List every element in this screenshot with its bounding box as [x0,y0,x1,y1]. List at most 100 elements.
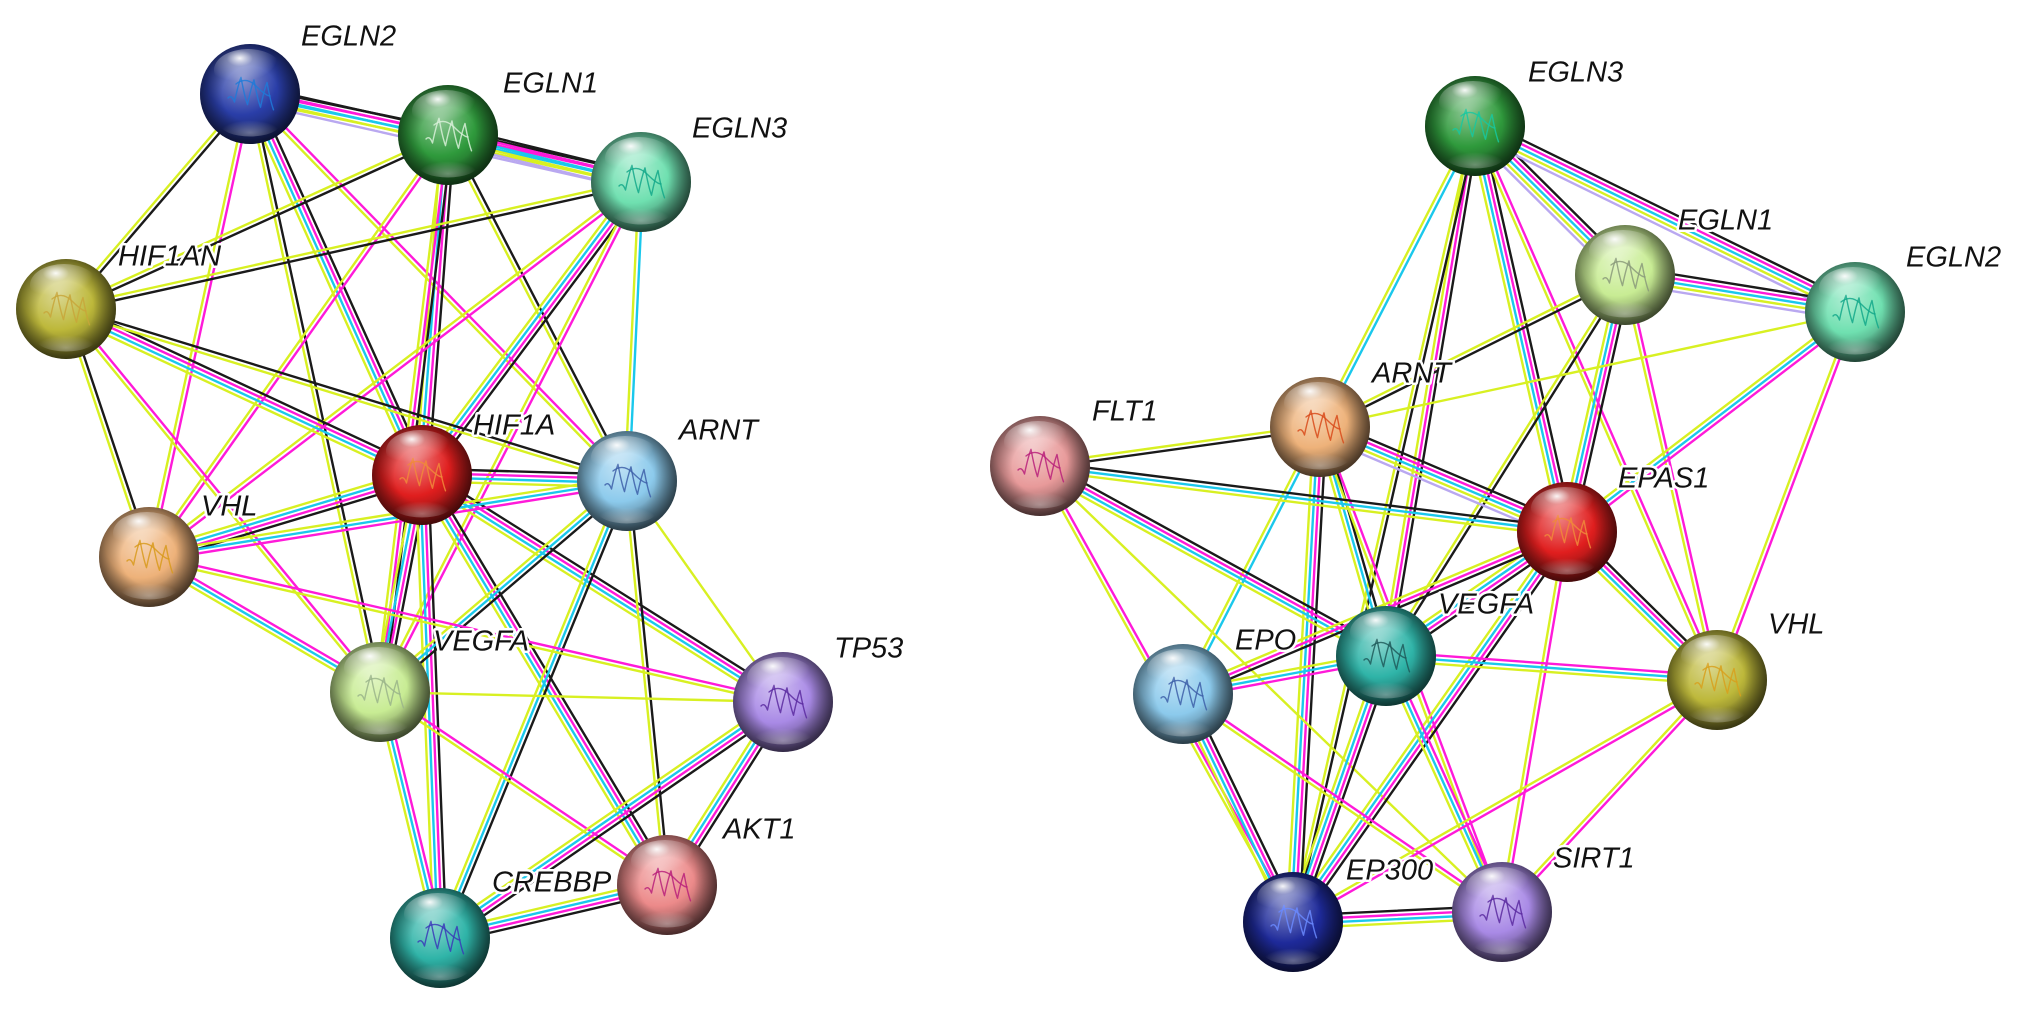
edge-strand-yellow [1713,310,1855,681]
edge-strand-black [65,182,643,313]
protein-node-egln2[interactable] [1805,262,1905,362]
edge-egln3-hif1an [64,178,643,313]
protein-node-crebbp[interactable] [390,888,490,988]
protein-node-epo[interactable] [1133,644,1233,744]
edge-strand-cyan [1037,466,1387,659]
node-label-vegfa: VEGFA [433,626,529,658]
edge-strand-magenta [440,702,786,941]
node-rim-light [220,111,280,137]
node-label-epo: EPO [1235,625,1296,657]
protein-node-sirt1[interactable] [1452,862,1552,962]
edge-strand-yellow [1290,677,1718,922]
edge-strand-black [1477,117,1860,306]
edge-strand-magenta [421,472,786,702]
edge-egln3-arnt [1316,123,1479,430]
edge-strand-yellow [64,309,628,485]
edge-strand-yellow [1289,124,1475,923]
node-label-egln1: EGLN1 [1678,205,1773,237]
node-highlight [1466,867,1534,909]
protein-node-hif1a[interactable] [372,425,472,525]
node-rim-light [1263,939,1323,965]
edge-epas1-sirt1 [1498,530,1571,914]
edge-tp53-crebbp [435,695,788,945]
edge-strand-yellow [435,695,781,934]
edge-strand-black [1319,275,1628,431]
edge-strand-cyan [418,473,440,940]
edge-strand-magenta [1625,273,1721,681]
protein-node-egln1[interactable] [1575,225,1675,325]
edge-strand-black [250,92,384,693]
edge-strand-magenta [148,553,785,702]
edge-strand-yellow [1621,274,1717,682]
edge-strand-yellow [415,176,638,473]
edge-strand-yellow [1038,469,1568,538]
protein-node-egln2[interactable] [200,44,300,144]
edge-egln2-vhl [1713,310,1859,682]
protein-node-ep300[interactable] [1243,872,1343,972]
edge-strand-magenta [149,182,644,560]
node-highlight [344,647,412,689]
protein-node-arnt[interactable] [577,431,677,531]
edge-strand-yellow [434,478,625,938]
node-rim-light [350,709,410,735]
protein-node-flt1[interactable] [990,416,1090,516]
edge-hif1a-crebbp [414,473,448,940]
protein-node-hif1an[interactable] [16,259,116,359]
node-highlight [747,657,815,699]
edge-strand-yellow [1316,123,1475,428]
protein-node-egln3[interactable] [1425,76,1525,176]
edge-strand-cyan [419,179,641,475]
protein-node-vegfa[interactable] [1336,606,1436,706]
edge-strand-yellow [63,309,380,695]
edge-strand-magenta [250,91,630,481]
protein-node-epas1[interactable] [1517,482,1617,582]
edge-strand-magenta [1292,680,1720,925]
edge-strand-magenta [149,93,254,559]
protein-node-akt1[interactable] [617,835,717,935]
protein-node-egln3[interactable] [591,132,691,232]
protein-node-vegfa[interactable] [330,642,430,742]
node-highlight [412,90,480,132]
edge-strand-cyan [378,479,629,694]
edge-strand-yellow [1038,464,1504,914]
node-label-egln2: EGLN2 [1906,242,2001,274]
edge-flt1-epas1 [1038,460,1569,538]
node-label-sirt1: SIRT1 [1553,843,1635,875]
edge-strand-cyan [438,479,629,940]
edge-strand-black [442,706,788,945]
edge-strand-yellow [1498,530,1567,913]
node-highlight [1681,635,1749,677]
edge-strand-black [1479,123,1575,532]
edge-vegfa-vhl [1384,650,1719,686]
edge-arnt-epo [1179,424,1324,697]
node-label-egln3: EGLN3 [692,113,787,145]
protein-node-vhl[interactable] [1667,630,1767,730]
node-highlight [113,512,181,554]
edge-strand-cyan [437,699,783,938]
edge-egln1-arnt [1317,271,1628,431]
edge-strand-yellow [146,179,641,557]
node-rim-light [410,955,470,981]
edge-egln2-arnt [247,91,630,484]
edge-strand-yellow [1286,527,1564,920]
edge-strand-magenta [149,134,451,560]
node-highlight [1257,877,1325,919]
edge-strand-yellow [246,93,380,694]
node-label-hif1an: HIF1AN [118,241,221,273]
edge-strand-magenta [1182,691,1505,912]
edge-strand-magenta [1717,311,1859,682]
protein-node-vhl[interactable] [99,507,199,607]
node-highlight [1439,81,1507,123]
edge-strand-cyan [1384,654,1719,682]
edge-strand-yellow [243,95,418,479]
edge-strand-yellow [63,131,449,309]
protein-node-tp53[interactable] [733,652,833,752]
edge-strand-cyan [419,474,667,888]
protein-node-egln1[interactable] [398,85,498,185]
edge-strand-cyan [1473,124,1857,314]
edge-strand-magenta [1384,124,1477,658]
edge-strand-yellow [247,94,627,484]
edge-strand-yellow [1317,271,1626,427]
protein-node-arnt[interactable] [1270,377,1370,477]
